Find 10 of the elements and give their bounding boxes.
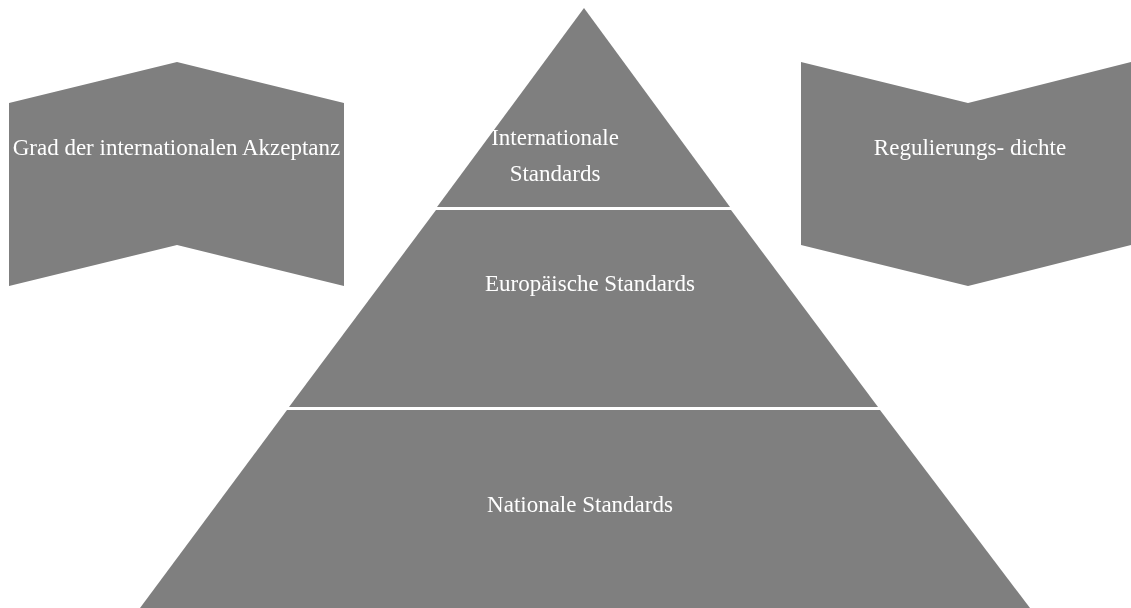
pyramid-middle-tier xyxy=(289,210,878,407)
tier-label: Europäische Standards xyxy=(483,270,697,298)
tier-label: Grad der internationalen Akzeptanz xyxy=(11,134,342,162)
pyramid-base-tier xyxy=(140,410,1030,608)
pyramid-top-tier xyxy=(437,8,730,207)
tier-label: Internationale Standards xyxy=(490,124,620,188)
tier-label: Nationale Standards xyxy=(486,491,674,519)
tier-label: Regulierungs- dichte xyxy=(872,134,1068,162)
down-chevron-arrow xyxy=(801,62,1131,286)
up-chevron-arrow xyxy=(9,62,344,286)
